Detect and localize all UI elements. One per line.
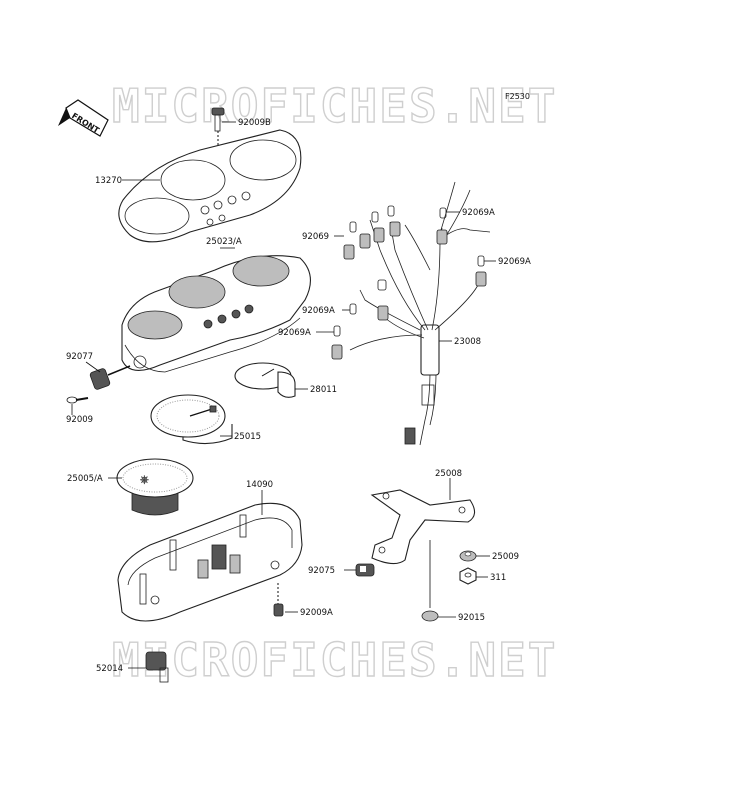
tachometer-25005a: ⎈	[116, 458, 194, 516]
grommet-92015-icon	[421, 540, 439, 622]
meter-case-14090	[117, 502, 303, 622]
gauge-unit-28011	[234, 362, 296, 398]
meter-25015	[150, 394, 233, 445]
screw-92009-icon	[66, 396, 89, 404]
tacho-face-icon: ⎈	[140, 473, 149, 486]
figure-code: F2530	[505, 92, 530, 101]
meter-cover-plate-13270	[118, 129, 302, 243]
label-25005a: 25005/A	[67, 474, 103, 484]
label-92077: 92077	[66, 352, 93, 362]
wiring-harness-23008	[349, 181, 491, 446]
label-92075: 92075	[308, 566, 335, 576]
watermark-top: MICROFICHES.NET	[112, 79, 557, 133]
label-14090: 14090	[246, 480, 273, 490]
label-92009: 92009	[66, 415, 93, 425]
label-92009a-lower: 92009A	[300, 608, 333, 618]
sensor-52014-icon	[145, 651, 169, 683]
label-311: 311	[490, 573, 506, 583]
front-arrow-icon: FRONT	[58, 99, 109, 137]
label-23008: 23008	[454, 337, 481, 347]
bulb-socket-group	[331, 205, 487, 360]
label-25008: 25008	[435, 469, 462, 479]
label-92069-left: 92069	[302, 232, 329, 242]
label-13270: 13270	[95, 176, 122, 186]
clip-92075-icon	[355, 563, 375, 577]
nut-311-icon	[459, 567, 477, 585]
label-92015: 92015	[458, 613, 485, 623]
watermark-bottom: MICROFICHES.NET	[112, 633, 557, 687]
label-92069a-lower: 92069A	[278, 328, 311, 338]
label-92069a-mid: 92069A	[302, 306, 335, 316]
label-92009b: 92009B	[238, 118, 271, 128]
label-28011: 28011	[310, 385, 337, 395]
label-25009: 25009	[492, 552, 519, 562]
label-25023a: 25023/A	[206, 237, 242, 247]
meter-housing-25023a	[121, 255, 311, 373]
label-92069a-top-right: 92069A	[462, 208, 495, 218]
label-52014: 52014	[96, 664, 123, 674]
reset-knob-92077-icon	[89, 365, 131, 390]
label-92069a-right: 92069A	[498, 257, 531, 267]
label-25015: 25015	[234, 432, 261, 442]
grommet-25009-icon	[459, 550, 477, 562]
screw-92009a-lower-icon	[273, 583, 284, 617]
bracket-25008	[370, 489, 476, 565]
